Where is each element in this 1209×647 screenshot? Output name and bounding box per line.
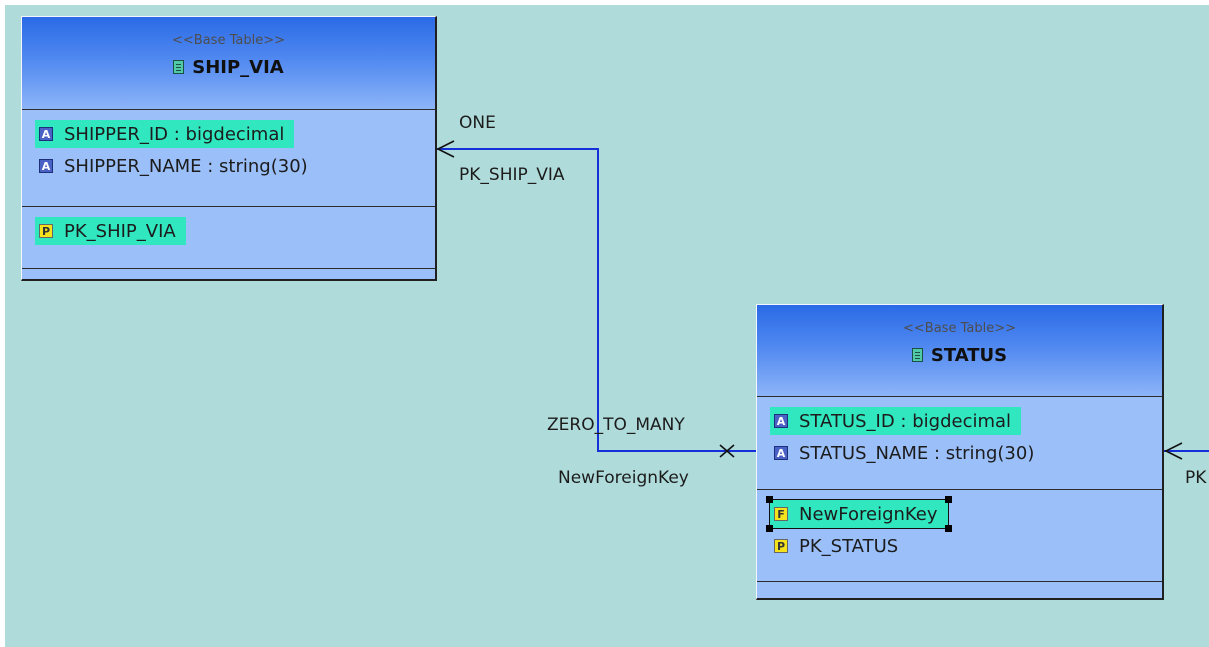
attribute-item[interactable]: A STATUS_ID : bigdecimal xyxy=(770,407,1022,435)
selection-handle[interactable] xyxy=(766,525,773,532)
keys-section: F NewForeignKey P PK_STATUS xyxy=(757,490,1162,582)
attribute-row[interactable]: A STATUS_NAME : string(30) xyxy=(757,437,1162,469)
table-header: <<Base Table>> STATUS xyxy=(757,305,1162,397)
key-item[interactable]: P PK_STATUS xyxy=(770,532,908,560)
attribute-row[interactable]: A STATUS_ID : bigdecimal xyxy=(757,405,1162,437)
foreign-key-badge-icon: F xyxy=(774,507,788,521)
key-label: PK_STATUS xyxy=(799,535,899,557)
source-role-label: PK_SHIP_VIA xyxy=(459,165,565,185)
key-row[interactable]: P PK_STATUS xyxy=(757,530,1162,562)
attribute-badge-icon: A xyxy=(774,446,788,460)
table-name: SHIP_VIA xyxy=(192,56,284,78)
target-cardinality-label: ZERO_TO_MANY xyxy=(547,415,685,435)
attribute-badge-icon: A xyxy=(39,159,53,173)
attributes-section: A STATUS_ID : bigdecimal A STATUS_NAME :… xyxy=(757,397,1162,490)
attribute-item[interactable]: A SHIPPER_ID : bigdecimal xyxy=(35,120,295,148)
table-title: SHIP_VIA xyxy=(22,53,435,81)
foreign-key-item-selected[interactable]: F NewForeignKey xyxy=(766,496,952,532)
source-cardinality-label: ONE xyxy=(459,113,496,133)
primary-key-badge-icon: P xyxy=(774,539,788,553)
primary-key-badge-icon: P xyxy=(39,224,53,238)
attribute-badge-icon: A xyxy=(39,127,53,141)
relationship-line-ship-via-status[interactable] xyxy=(436,148,757,452)
key-label: PK_SHIP_VIA xyxy=(64,220,176,242)
attribute-item[interactable]: A STATUS_NAME : string(30) xyxy=(770,439,1044,467)
table-icon xyxy=(173,60,185,74)
one-arrowhead xyxy=(436,140,455,158)
attribute-item[interactable]: A SHIPPER_NAME : string(30) xyxy=(35,152,318,180)
selection-handle[interactable] xyxy=(766,496,773,503)
attribute-row[interactable]: A SHIPPER_ID : bigdecimal xyxy=(22,118,435,150)
table-title: STATUS xyxy=(757,341,1162,369)
many-mark-b xyxy=(719,444,735,458)
table-ship-via[interactable]: <<Base Table>> SHIP_VIA A SHIPPER_ID : b… xyxy=(21,16,437,281)
target-role-label: NewForeignKey xyxy=(558,468,689,488)
attribute-label: SHIPPER_NAME : string(30) xyxy=(64,155,308,177)
key-item[interactable]: P PK_SHIP_VIA xyxy=(35,217,186,245)
attribute-badge-icon: A xyxy=(774,414,788,428)
attribute-label: STATUS_ID : bigdecimal xyxy=(799,410,1012,432)
selection-handle[interactable] xyxy=(944,525,952,532)
one-arrowhead-right xyxy=(1164,442,1183,460)
attribute-label: SHIPPER_ID : bigdecimal xyxy=(64,123,285,145)
partial-role-label: PK xyxy=(1185,468,1207,488)
key-row[interactable]: F NewForeignKey xyxy=(757,496,1162,532)
table-icon xyxy=(911,348,923,362)
key-row[interactable]: P PK_SHIP_VIA xyxy=(22,215,435,247)
relationship-connectors xyxy=(436,140,1209,460)
attribute-label: STATUS_NAME : string(30) xyxy=(799,442,1035,464)
keys-section: P PK_SHIP_VIA xyxy=(22,207,435,269)
attribute-row[interactable]: A SHIPPER_NAME : string(30) xyxy=(22,150,435,182)
table-stereotype: <<Base Table>> xyxy=(172,33,285,48)
diagram-canvas[interactable]: <<Base Table>> SHIP_VIA A SHIPPER_ID : b… xyxy=(5,5,1209,647)
selection-handle[interactable] xyxy=(944,496,952,503)
attributes-section: A SHIPPER_ID : bigdecimal A SHIPPER_NAME… xyxy=(22,110,435,207)
table-name: STATUS xyxy=(930,344,1008,366)
table-status[interactable]: <<Base Table>> STATUS A STATUS_ID : bigd… xyxy=(756,304,1164,600)
table-header: <<Base Table>> SHIP_VIA xyxy=(22,17,435,110)
key-label: NewForeignKey xyxy=(799,503,938,525)
table-stereotype: <<Base Table>> xyxy=(903,321,1016,336)
